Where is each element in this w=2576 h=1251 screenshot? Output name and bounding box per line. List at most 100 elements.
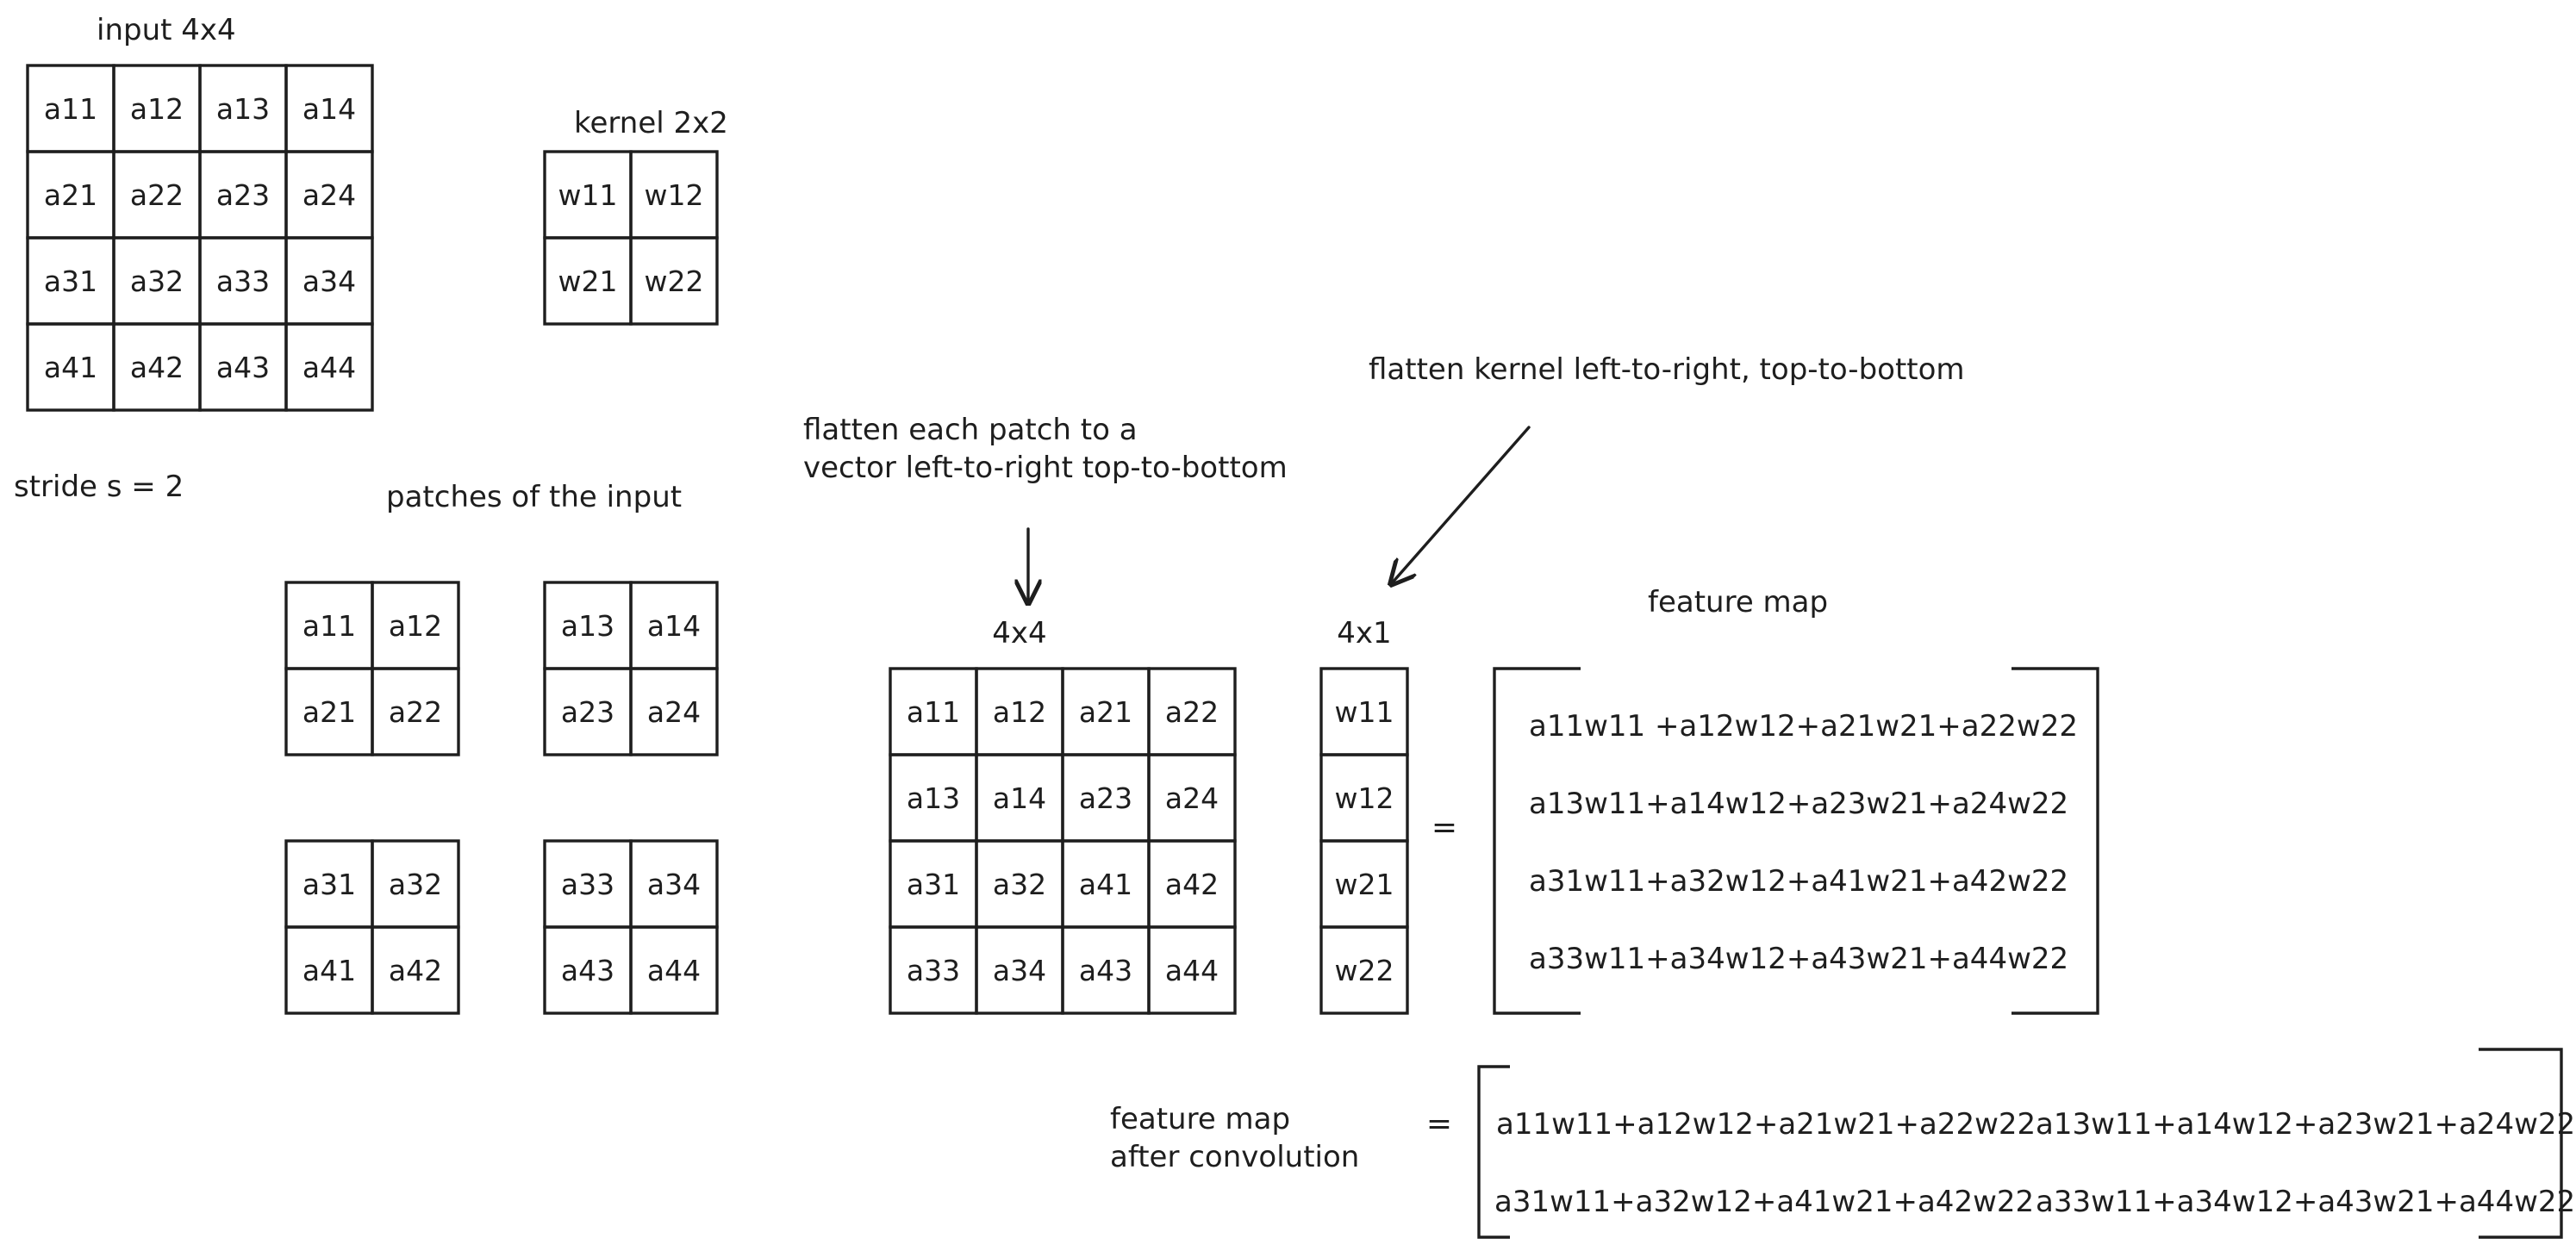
svg-text:a14: a14: [303, 92, 356, 126]
input-cell: a14: [284, 64, 374, 153]
svg-text:a43: a43: [561, 954, 614, 987]
patch-1: a11 a12 a21 a22: [284, 581, 460, 756]
svg-text:a21: a21: [1079, 695, 1132, 729]
input-cell: a22: [112, 150, 202, 240]
final-feature-map-label-line1: feature map: [1110, 1102, 1290, 1136]
svg-text:a43: a43: [1079, 954, 1132, 987]
svg-text:a33: a33: [561, 868, 614, 901]
svg-text:w12: w12: [645, 178, 704, 212]
svg-text:a22: a22: [1165, 695, 1219, 729]
svg-text:a11: a11: [44, 92, 97, 126]
input-cell: a23: [198, 150, 288, 240]
flatten-patch-note-line1: flatten each patch to a: [803, 413, 1138, 447]
input-cell: a32: [112, 236, 202, 326]
patch-matrix-dims: 4x4: [992, 616, 1046, 650]
feature-map-entry: a33w11+a34w12+a43w21+a44w22: [1529, 942, 2068, 976]
patch-cell: a32: [371, 839, 460, 929]
svg-text:a11: a11: [303, 609, 356, 643]
input-cell: a13: [198, 64, 288, 153]
svg-text:a31: a31: [44, 265, 97, 298]
svg-text:a41: a41: [44, 351, 97, 384]
input-cell: a34: [284, 236, 374, 326]
input-cell: a44: [284, 322, 374, 412]
svg-text:a22: a22: [389, 695, 442, 729]
kernel-title: kernel 2x2: [574, 106, 728, 140]
svg-text:a32: a32: [389, 868, 442, 901]
patch-cell: a44: [629, 925, 719, 1015]
patch-matrix-cell: a13: [889, 753, 978, 843]
patch-matrix-cell: a23: [1061, 753, 1151, 843]
patch-cell: a22: [371, 667, 460, 756]
svg-text:a14: a14: [647, 609, 701, 643]
svg-text:a43: a43: [216, 351, 270, 384]
svg-text:a11: a11: [907, 695, 960, 729]
svg-text:a21: a21: [303, 695, 356, 729]
svg-text:a13: a13: [561, 609, 614, 643]
svg-text:a24: a24: [1165, 781, 1219, 815]
input-cell: a41: [26, 322, 115, 412]
kernel-vector-dims: 4x1: [1337, 616, 1391, 650]
patch-cell: a43: [543, 925, 633, 1015]
patch-cell: a12: [371, 581, 460, 670]
patch-cell: a23: [543, 667, 633, 756]
svg-text:w11: w11: [558, 178, 618, 212]
svg-text:a12: a12: [993, 695, 1046, 729]
flatten-patch-note-line2: vector left-to-right top-to-bottom: [803, 451, 1288, 485]
kernel-cell: w12: [629, 150, 719, 240]
feature-map-right-bracket: [2012, 667, 2099, 1015]
kernel-vector-cell: w11: [1319, 667, 1409, 756]
patch-matrix-cell: a14: [975, 753, 1064, 843]
patch-matrix-cell: a44: [1147, 925, 1237, 1015]
svg-text:a33: a33: [216, 265, 270, 298]
svg-text:w21: w21: [1335, 868, 1394, 901]
svg-text:a44: a44: [1165, 954, 1219, 987]
svg-text:a24: a24: [647, 695, 701, 729]
patch-matrix-cell: a32: [975, 839, 1064, 929]
svg-text:a13: a13: [907, 781, 960, 815]
svg-text:a34: a34: [303, 265, 356, 298]
patch-matrix-cell: a33: [889, 925, 978, 1015]
final-left-bracket: [1477, 1065, 1510, 1239]
svg-text:w11: w11: [1335, 695, 1394, 729]
svg-text:a14: a14: [993, 781, 1046, 815]
svg-text:a33: a33: [907, 954, 960, 987]
svg-text:a22: a22: [130, 178, 184, 212]
final-feature-map-entry: a13w11+a14w12+a23w21+a24w22: [2036, 1107, 2575, 1142]
svg-text:w22: w22: [645, 265, 704, 298]
kernel-vector-cell: w12: [1319, 753, 1409, 843]
svg-text:a13: a13: [216, 92, 270, 126]
svg-text:a23: a23: [1079, 781, 1132, 815]
feature-map-entry: a13w11+a14w12+a23w21+a24w22: [1529, 787, 2068, 821]
svg-text:a31: a31: [303, 868, 356, 901]
kernel-cell: w21: [543, 236, 633, 326]
final-equals-sign: =: [1426, 1106, 1452, 1142]
feature-map-entry: a11w11 +a12w12+a21w21+a22w22: [1529, 709, 2078, 744]
svg-text:a41: a41: [1079, 868, 1132, 901]
feature-map-left-bracket: [1493, 667, 1581, 1015]
equals-sign: =: [1431, 810, 1457, 845]
feature-map-title: feature map: [1648, 585, 1828, 619]
input-cell: a24: [284, 150, 374, 240]
input-cell: a21: [26, 150, 115, 240]
input-cell: a12: [112, 64, 202, 153]
patch-cell: a11: [284, 581, 374, 670]
feature-map-entry: a31w11+a32w12+a41w21+a42w22: [1529, 864, 2068, 899]
patch-cell: a42: [371, 925, 460, 1015]
kernel-matrix: w11 w12 w21 w22: [543, 150, 719, 326]
patch-matrix-cell: a11: [889, 667, 978, 756]
final-right-bracket: [2479, 1048, 2563, 1239]
final-feature-map-entry: a33w11+a34w12+a43w21+a44w22: [2036, 1185, 2575, 1219]
patch-cell: a33: [543, 839, 633, 929]
input-cell: a33: [198, 236, 288, 326]
svg-text:w12: w12: [1335, 781, 1394, 815]
kernel-cell: w22: [629, 236, 719, 326]
svg-text:a23: a23: [561, 695, 614, 729]
patches-title: patches of the input: [386, 480, 682, 514]
svg-text:a31: a31: [907, 868, 960, 901]
patch-matrix-cell: a22: [1147, 667, 1237, 756]
svg-text:a44: a44: [647, 954, 701, 987]
svg-text:w21: w21: [558, 265, 618, 298]
stride-label: stride s = 2: [14, 470, 184, 504]
